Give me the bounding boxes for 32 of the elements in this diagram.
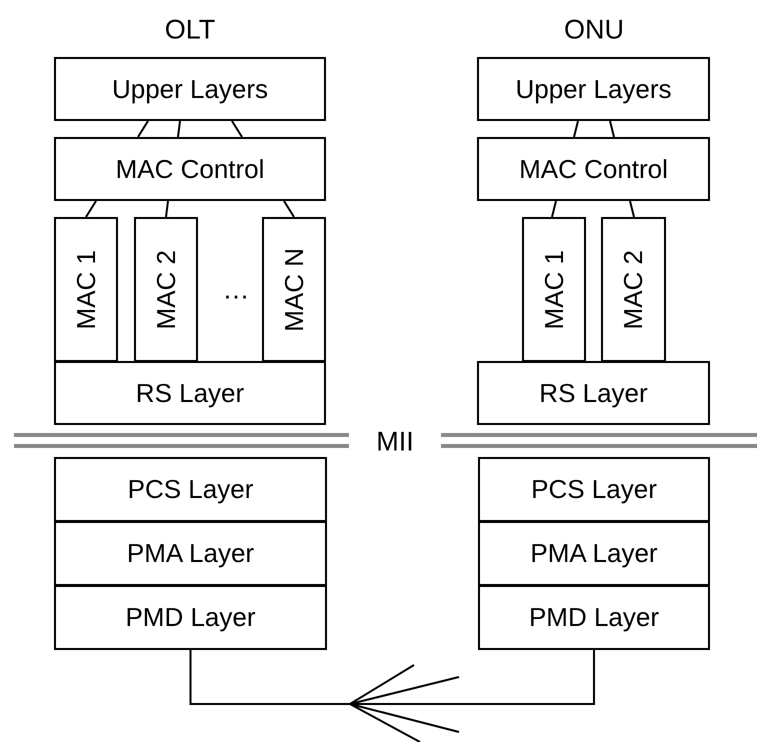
connector-line <box>137 120 149 138</box>
connector-line <box>551 200 557 218</box>
layer-box: Upper Layers <box>54 57 326 121</box>
layer-box: MAC Control <box>54 137 326 201</box>
layer-box: PMA Layer <box>478 521 710 586</box>
fiber-branch-line <box>190 650 420 742</box>
mac-box: MAC 2 <box>134 217 198 362</box>
layer-box: RS Layer <box>54 361 326 425</box>
connector-line <box>177 120 181 138</box>
mac-box: MAC N <box>262 217 326 362</box>
layer-box: RS Layer <box>477 361 710 425</box>
connector-line <box>573 120 579 138</box>
layer-box: PCS Layer <box>478 457 710 522</box>
connector-line <box>609 120 615 138</box>
layer-box: PMA Layer <box>54 521 327 586</box>
mac-box: MAC 1 <box>522 217 586 362</box>
connector-line <box>629 200 635 218</box>
connector-line <box>283 200 295 218</box>
connector-line <box>165 200 169 218</box>
interface-label: MII <box>376 426 414 458</box>
mac-box: MAC 1 <box>54 217 118 362</box>
connector-line <box>85 200 97 218</box>
ellipsis: … <box>222 274 250 306</box>
layer-box: PMD Layer <box>54 585 327 650</box>
layer-box: Upper Layers <box>477 57 710 121</box>
stack-heading: ONU <box>564 14 624 46</box>
stack-heading: OLT <box>164 14 216 46</box>
layer-box: PMD Layer <box>478 585 710 650</box>
connector-line <box>231 120 243 138</box>
layer-box: PCS Layer <box>54 457 327 522</box>
layer-box: MAC Control <box>477 137 710 201</box>
mac-box: MAC 2 <box>601 217 666 362</box>
